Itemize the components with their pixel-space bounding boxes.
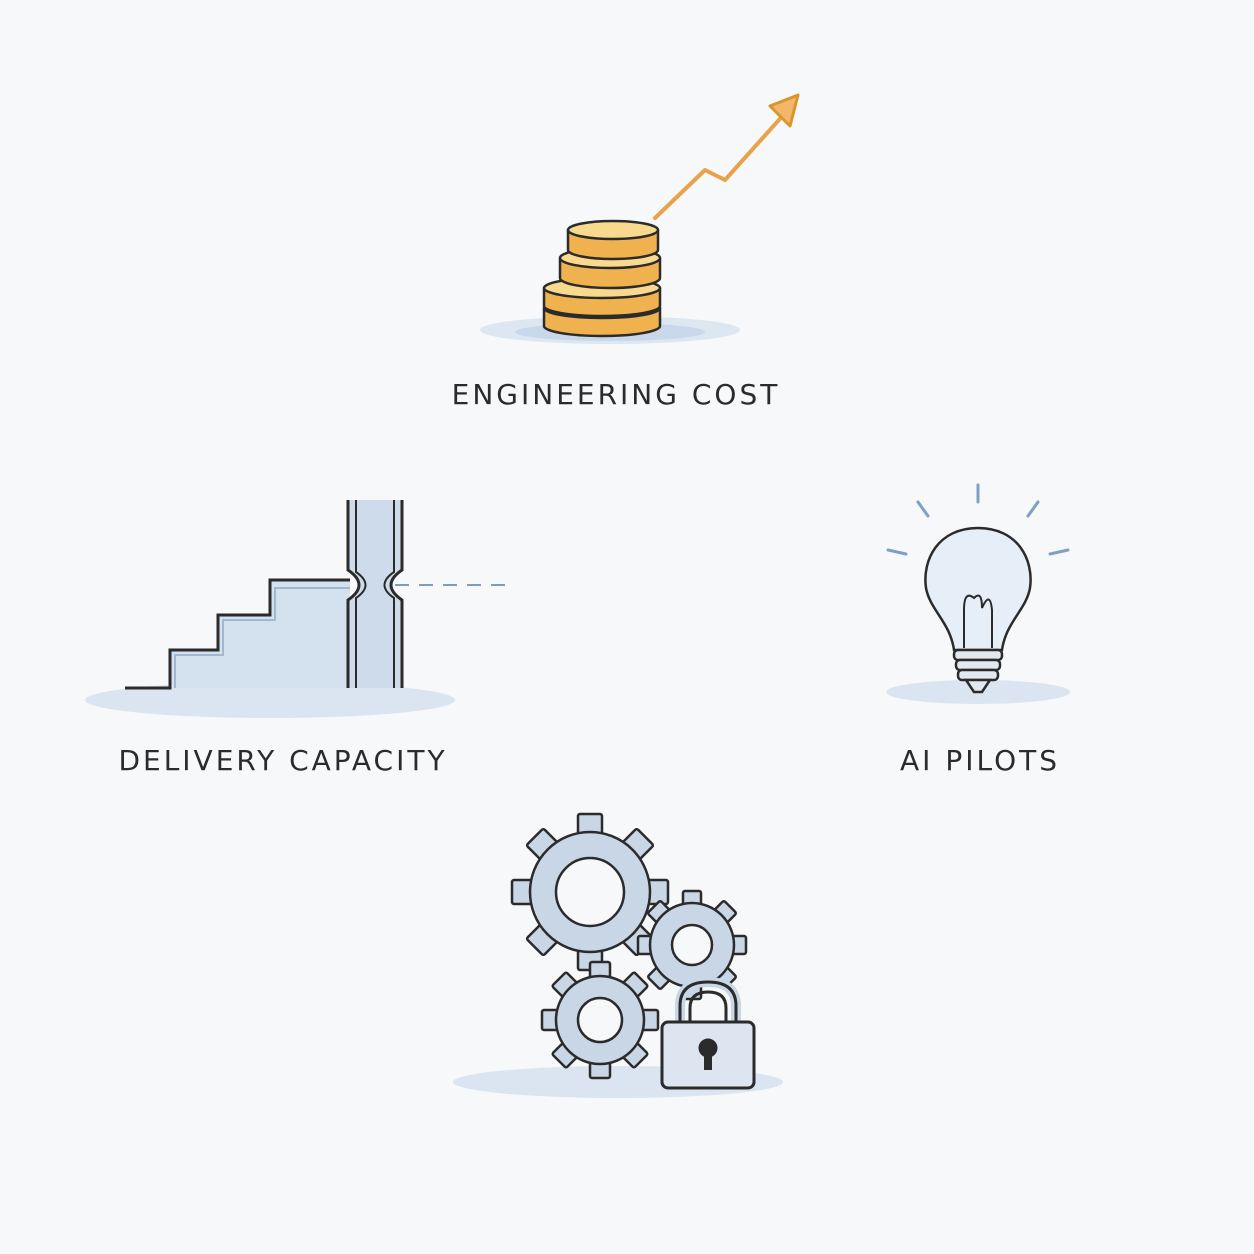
engineering-cost-node xyxy=(440,80,820,370)
ai-pilots-node xyxy=(870,470,1090,720)
delivery-capacity-node xyxy=(80,490,520,730)
large-gear-icon xyxy=(510,812,670,972)
light-bulb-icon xyxy=(886,483,1070,704)
stairs-bottleneck-icon xyxy=(85,500,515,718)
coin-stack-rising-arrow-icon xyxy=(480,93,800,344)
governance-node xyxy=(450,810,790,1120)
gears-padlock-icon xyxy=(453,812,783,1098)
delivery-capacity-label: DELIVERY CAPACITY xyxy=(118,744,448,777)
engineering-cost-label: ENGINEERING COST xyxy=(451,378,781,411)
ai-pilots-label: AI PILOTS xyxy=(900,744,1060,777)
padlock-icon xyxy=(660,976,756,1090)
small-gear-icon xyxy=(540,960,660,1080)
